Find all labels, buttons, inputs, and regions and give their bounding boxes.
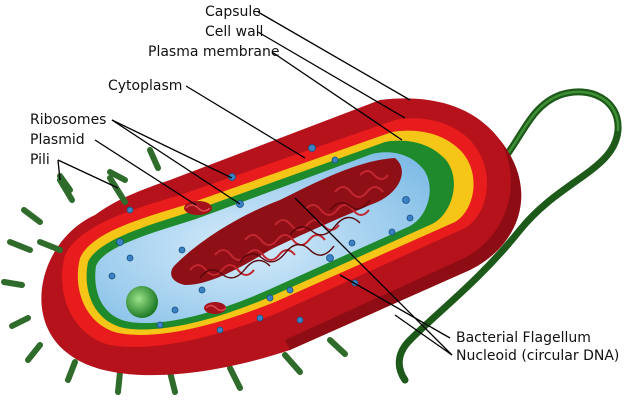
label-bacterial-flagellum: Bacterial Flagellum	[456, 330, 591, 346]
leader-lines	[57, 11, 453, 356]
pili-front	[37, 175, 128, 253]
nucleoid	[171, 158, 402, 285]
label-cell-wall: Cell wall	[205, 24, 263, 40]
plasmid-upper	[184, 201, 212, 215]
plasmid-lower	[204, 302, 227, 314]
label-capsule: Capsule	[205, 4, 261, 20]
storage-granule	[126, 286, 158, 318]
label-plasmid: Plasmid	[30, 132, 85, 148]
label-pili: Pili	[30, 152, 50, 168]
pili-group	[1, 147, 348, 395]
label-cytoplasm: Cytoplasm	[108, 78, 182, 94]
label-nucleoid: Nucleoid (circular DNA)	[456, 348, 619, 364]
label-ribosomes: Ribosomes	[30, 112, 106, 128]
label-plasma-membrane: Plasma membrane	[148, 44, 279, 60]
